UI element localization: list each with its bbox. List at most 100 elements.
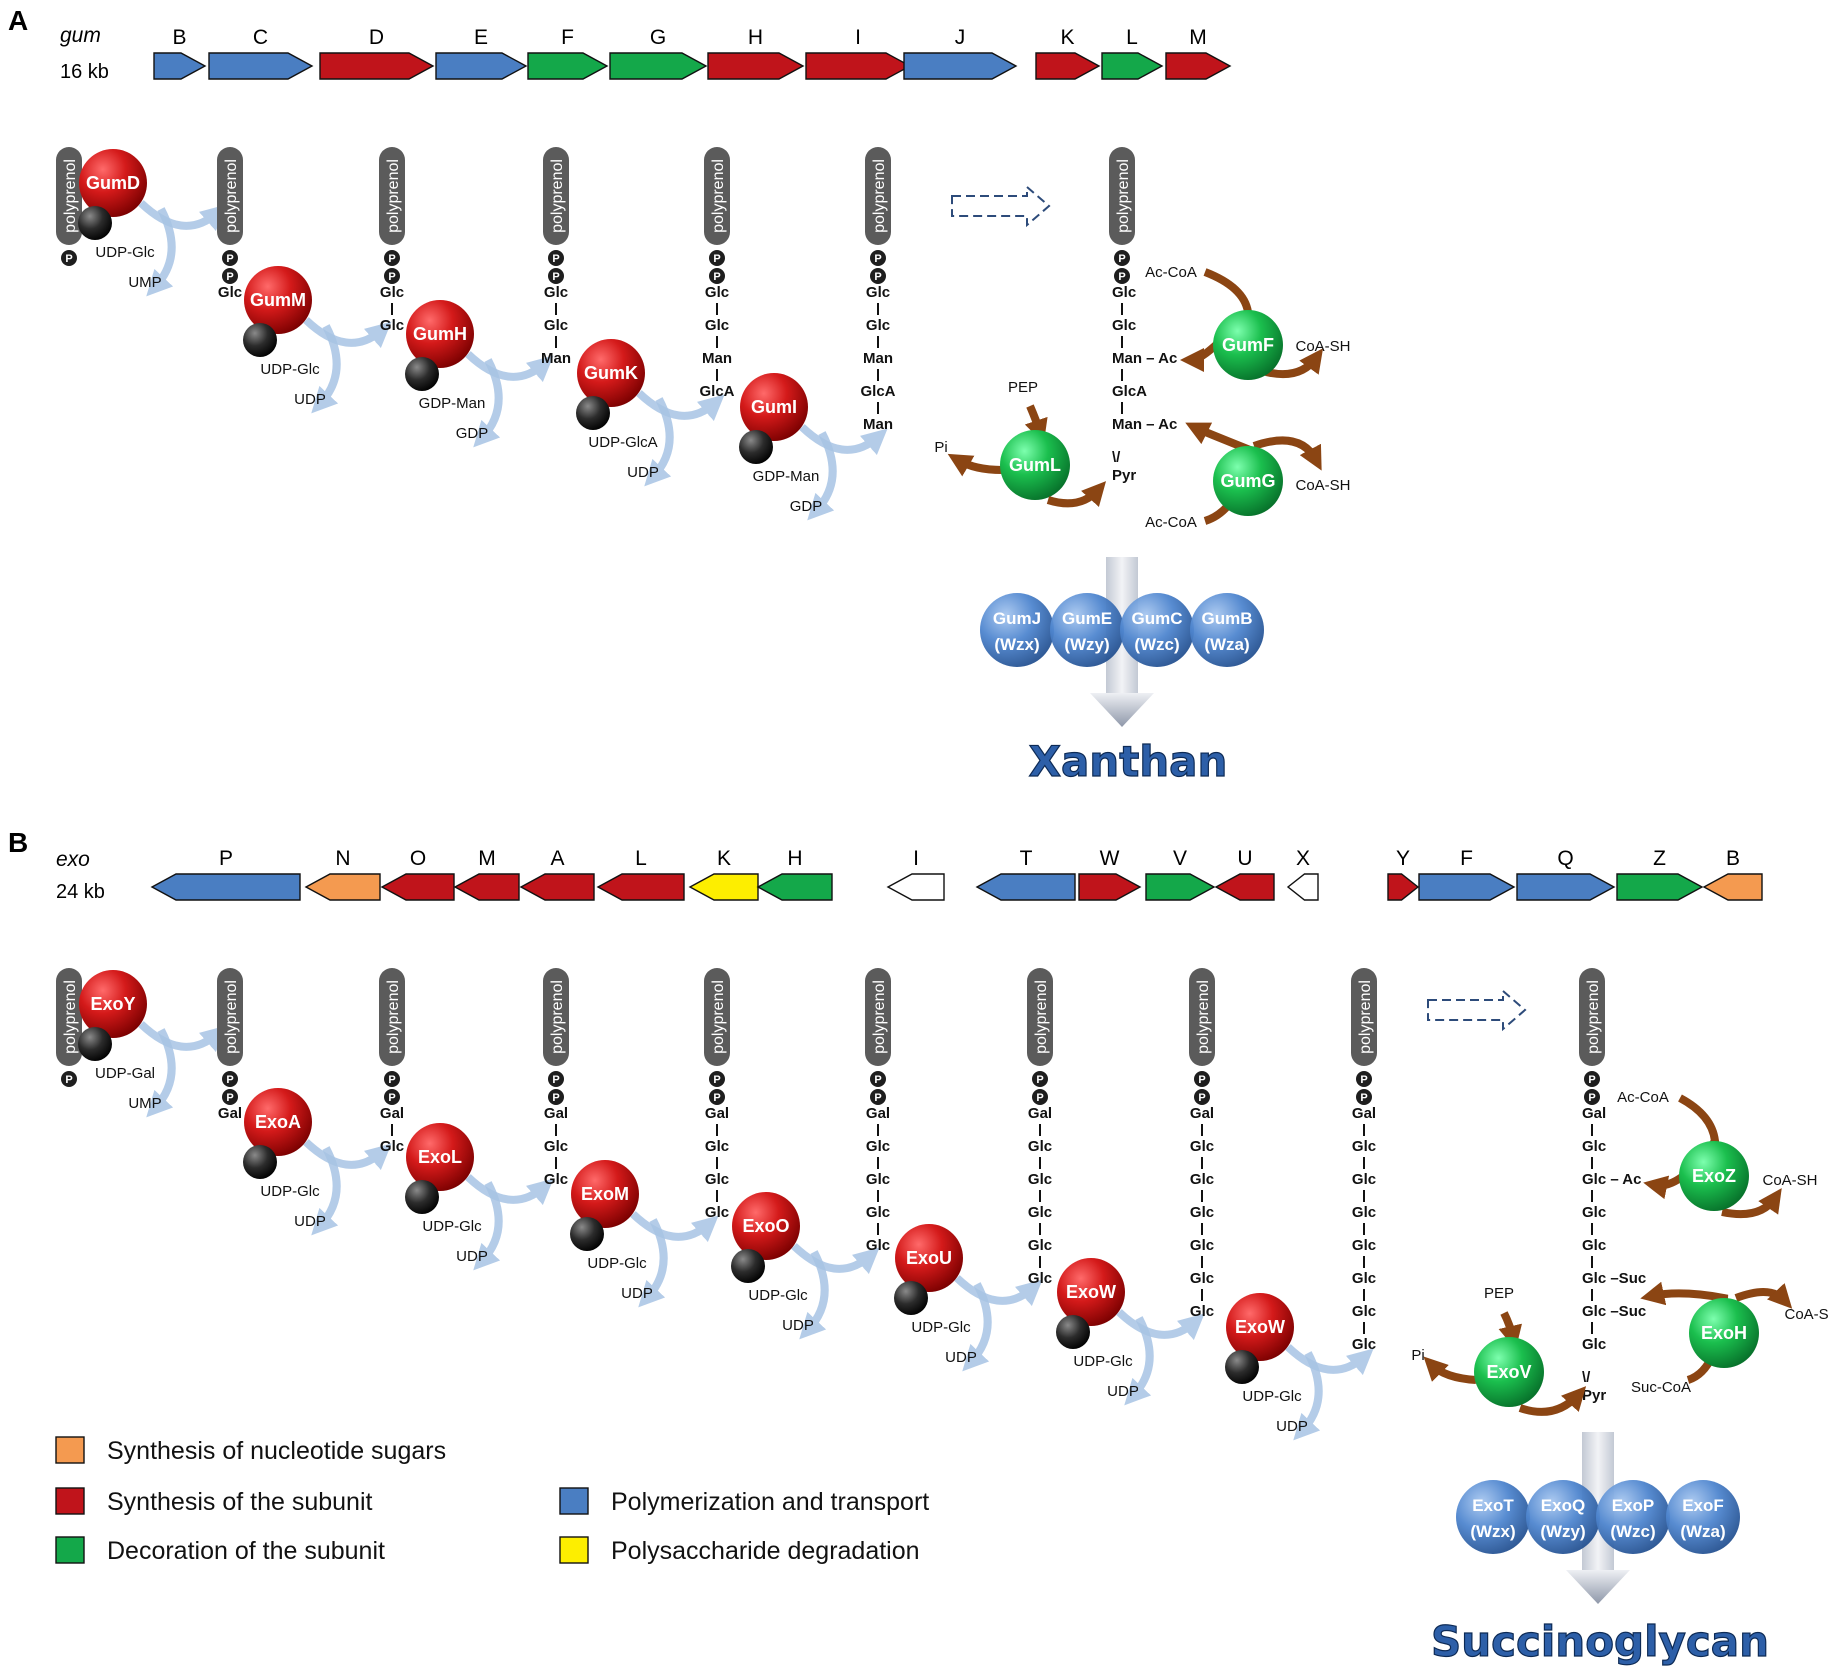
exo-operon-name: exo [56,848,90,871]
exo-gene-a [519,873,595,901]
product-out-arrow [311,1146,341,1236]
phosphate-icon [61,250,77,266]
exo-product-label: UDP [621,1285,653,1302]
exo-sugar: Gal [1028,1105,1052,1122]
exo-carrier-label: polyprenol [1357,980,1374,1054]
gum-carrier-lipid [704,147,730,245]
phosphate-icon [548,268,564,284]
gum-sugar: Man [863,416,893,433]
pyruvyl-transfer-arrow [1046,481,1107,508]
gum-gene-h [707,52,805,80]
exo-decoration-enzyme-label: ExoH [1701,1323,1747,1343]
phosphate-icon [870,1071,886,1087]
exo-enzyme-sphere [571,1160,639,1228]
gum-donor-label: UDP-Glc [95,244,155,261]
exo-sugar: Gal [544,1105,568,1122]
exo-gene-label: O [410,847,426,870]
gum-carrier-lipid [217,147,243,245]
phosphate-icon [61,1071,77,1087]
exo-gene-label: P [219,847,233,870]
gum-product-label: UMP [128,274,161,291]
exo-enzyme-label: ExoW [1066,1282,1116,1302]
exo-transporter-name: ExoP [1612,1496,1655,1515]
exo-gene-label: H [787,847,802,870]
gum-enzyme-label: GumK [584,363,638,383]
nucleotide-carrier-icon [739,430,773,464]
phosphate-label: P [713,1074,720,1086]
exo-sugar: Gal [705,1105,729,1122]
product-out-arrow [1293,1351,1323,1441]
exo-product-label: UDP [1276,1418,1308,1435]
exo-gene-label: I [913,847,919,870]
exo-sugar: Glc [1352,1303,1376,1320]
gum-carrier-label: polyprenol [223,159,240,233]
exo-carrier-lipid [543,968,569,1066]
gum-final-sugar: Man – Ac [1112,416,1177,433]
phosphate-label: P [713,1092,720,1104]
exo-carrier-lipid [217,968,243,1066]
exo-product-label: UDP [945,1349,977,1366]
legend-label: Polysaccharide degradation [611,1537,920,1565]
legend-swatch-degradation [559,1536,589,1564]
exo-decoration-enzyme-label: ExoZ [1692,1166,1736,1186]
byproduct-arrow [1423,1356,1477,1384]
phosphate-label: P [388,271,395,283]
phosphate-icon [709,1089,725,1105]
exo-enzyme-label: ExoA [255,1112,301,1132]
exo-sugar: Gal [1190,1105,1214,1122]
gum-sugar: Glc [705,284,729,301]
exo-carrier-label: polyprenol [62,980,79,1054]
exo-donor-label: UDP-Glc [260,1183,320,1200]
gum-gene-label: B [172,26,186,49]
phosphate-icon [222,250,238,266]
gum-transporter-alias: (Wzc) [1134,635,1179,654]
exo-carrier-label: polyprenol [1585,980,1602,1054]
gum-sugar: GlcA [699,383,734,400]
gum-enzyme-label: GumH [413,324,467,344]
gum-gene-label: L [1126,26,1138,49]
gum-sugar: Glc [218,284,242,301]
donor-in-arrow [1116,1309,1205,1341]
exo-decoration-donor: Suc-CoA [1631,1379,1691,1396]
exo-gene-label: N [335,847,350,870]
xanthan-product-label: Xanthan [1029,737,1228,786]
gum-decoration-enzyme-label: GumF [1222,335,1274,355]
gum-carrier-lipid [56,147,82,245]
gum-carrier-lipid [379,147,405,245]
exo-gene-label: Y [1396,847,1410,870]
exo-final-sugar: Glc – Ac [1582,1171,1641,1188]
exo-sugar: Glc [1028,1171,1052,1188]
gum-product-label: UDP [294,391,326,408]
exo-sugar: Glc [1352,1204,1376,1221]
phosphate-label: P [1588,1074,1595,1086]
phosphate-label: P [1036,1074,1043,1086]
gum-transporter-alias: (Wzx) [994,635,1039,654]
exo-gene-label: L [635,847,647,870]
exo-donor-label: UDP-Glc [911,1319,971,1336]
exo-gene-label: X [1296,847,1310,870]
donor-in-arrow [799,424,888,456]
phosphate-icon [1114,250,1130,266]
gum-decoration-enzyme-label: GumG [1220,471,1275,491]
exo-transporter-sphere [1526,1480,1600,1554]
exo-transporter-alias: (Wzx) [1470,1522,1515,1541]
gum-export-complex: GumJ(Wzx)GumE(Wzy)GumC(Wzc)GumB(Wza) [980,557,1264,727]
exo-transporter-sphere [1596,1480,1670,1554]
gum-gene-label: J [955,26,966,49]
exo-gene-q [1516,873,1616,901]
exo-carrier-label: polyprenol [385,980,402,1054]
phosphate-icon [709,268,725,284]
color-legend: Synthesis of nucleotide sugarsSynthesis … [55,1436,929,1565]
donor-in-arrow [1285,1344,1374,1376]
exo-gene-x [1286,873,1319,901]
phosphate-label: P [874,253,881,265]
phosphate-label: P [552,1092,559,1104]
gum-enzyme-sphere [79,149,147,217]
exo-sugar: Glc [1352,1336,1376,1353]
legend-swatch-nucleotide [55,1436,85,1464]
exo-enzyme-sphere [1057,1258,1125,1326]
exo-gene-u [1214,873,1275,901]
exo-sugar: Glc [866,1204,890,1221]
gum-sugar: Glc [705,317,729,334]
exo-final-sugar: Glc [1582,1204,1606,1221]
